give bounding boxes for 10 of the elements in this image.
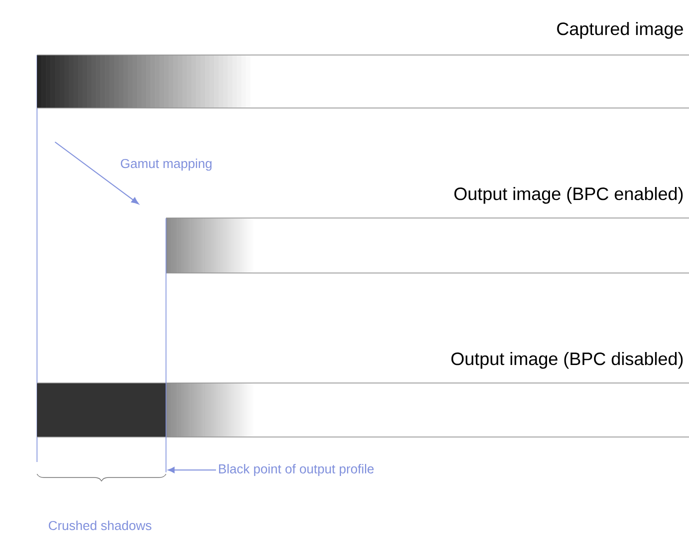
image-bar: Captured image bbox=[36, 22, 689, 108]
image-bar: Output image (BPC disabled) bbox=[36, 352, 689, 438]
annotation-text: Crushed shadows bbox=[48, 520, 152, 530]
annotation-text: Black point of output profile bbox=[219, 464, 374, 476]
annotation-text: Gamut mapping bbox=[120, 158, 212, 171]
leader-arrow bbox=[168, 466, 216, 474]
node-label: Output image (BPC enabled) bbox=[454, 186, 683, 204]
node-label: Captured image bbox=[557, 22, 683, 39]
node-label: Output image (BPC disabled) bbox=[451, 352, 683, 369]
image-bar: Output image (BPC enabled) bbox=[166, 187, 689, 274]
